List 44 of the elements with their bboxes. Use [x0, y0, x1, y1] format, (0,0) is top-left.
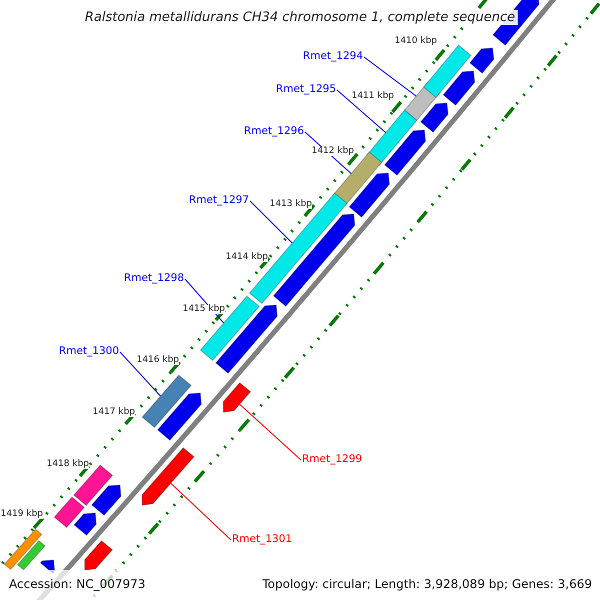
- leader-line: [364, 56, 417, 97]
- gene-block: [222, 382, 252, 413]
- gene-block: [4, 528, 42, 570]
- gene-block: [469, 47, 494, 74]
- tick-label: 1412 kbp: [312, 147, 354, 156]
- gene-block: [84, 540, 114, 571]
- accession-text: Accession: NC_007973: [9, 578, 146, 590]
- gene-block: [91, 484, 122, 516]
- leader-line: [250, 200, 293, 244]
- gene-label: Rmet_1296: [244, 126, 304, 136]
- tick-label: 1416 kbp: [136, 356, 179, 365]
- gene-block: [16, 540, 46, 570]
- tick-label: 1414 kbp: [226, 253, 268, 262]
- gene-block: [142, 447, 195, 506]
- gene-block: [348, 172, 390, 218]
- tick-label: 1419 kbp: [0, 510, 43, 519]
- gene-block: [423, 44, 472, 98]
- gene-block: [156, 392, 202, 441]
- gene-block: [420, 102, 449, 133]
- gene-block: [442, 70, 476, 106]
- gene-label: Rmet_1298: [124, 273, 184, 284]
- leader-line: [120, 352, 161, 397]
- gene-label: Rmet_1299: [302, 454, 362, 464]
- gene-block: [54, 496, 86, 528]
- leader-line: [170, 482, 232, 540]
- gene-block: [272, 213, 356, 307]
- gene-label: Rmet_1300: [58, 346, 119, 356]
- gene-block: [141, 374, 192, 428]
- tick-label: 1413 kbp: [270, 200, 312, 209]
- leader-line: [239, 404, 302, 460]
- tick-label: 1415 kbp: [182, 305, 225, 314]
- tick-label: 1410 kbp: [394, 37, 437, 46]
- gene-block: [384, 129, 426, 176]
- gene-block: [73, 512, 97, 536]
- gene-label: Rmet_1297: [188, 195, 249, 206]
- leader-line: [336, 90, 386, 134]
- tick-label: 1418 kbp: [46, 460, 89, 469]
- gene-label: Rmet_1295: [276, 84, 336, 94]
- gene-block: [248, 192, 348, 304]
- gene-label: Rmet_1301: [232, 534, 292, 544]
- gene-label: Rmet_1294: [302, 51, 363, 62]
- summary-text: Topology: circular; Length: 3,928,089 bp; Genes: 3,669: [262, 578, 592, 590]
- tick-label: 1417 kbp: [92, 408, 135, 417]
- tick-label: 1411 kbp: [352, 92, 394, 101]
